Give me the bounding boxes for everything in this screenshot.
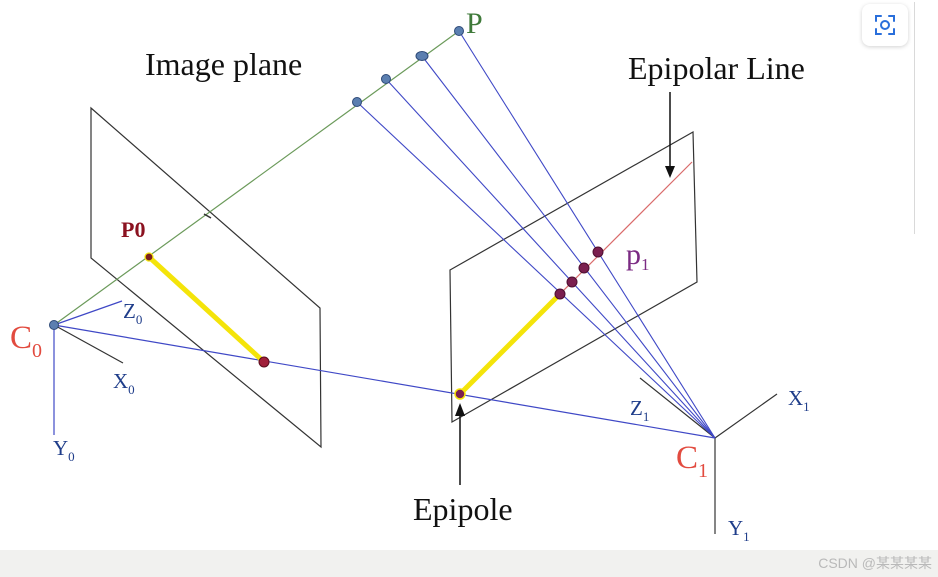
c0-ray-tick [203, 213, 212, 219]
camera-c1-label: C1 [676, 440, 708, 482]
epipole-label: Epipole [413, 491, 513, 527]
scan-icon [875, 15, 895, 35]
c1-ray-4 [356, 101, 716, 439]
camera-c0-label: C0 [10, 320, 42, 362]
c0-z-axis [53, 300, 123, 326]
right-image-plane [449, 130, 698, 424]
axis-x1-label: X1 [788, 386, 810, 414]
point-p0-label: P0 [121, 217, 145, 242]
point-p1-label: p1 [626, 238, 650, 274]
axis-x0-label: X0 [113, 369, 135, 397]
c1-x-axis [714, 393, 778, 439]
epipole-arrow-head [455, 403, 465, 416]
baseline-c0-c1 [53, 324, 716, 439]
camera-center-c0 [49, 320, 59, 330]
bottom-strip [0, 550, 938, 577]
point-3d-2 [415, 51, 429, 61]
c1-ray-2 [421, 55, 716, 439]
point-3d-3 [381, 74, 391, 84]
epipolar-line-label: Epipolar Line [628, 50, 805, 86]
watermark-text: CSDN @某某某某 [818, 555, 932, 571]
right-epipole-point [454, 388, 466, 400]
c1-ray-1 [458, 30, 716, 439]
c1-z-axis [639, 377, 716, 439]
left-epipole-point [258, 356, 270, 368]
point-p [454, 26, 464, 36]
point-p-label: P [466, 7, 483, 40]
side-panel-edge [904, 2, 915, 234]
axis-z1-label: Z1 [630, 396, 649, 424]
epipolar-line-arrow-head [665, 166, 675, 178]
axis-z0-label: Z0 [123, 299, 142, 327]
right-yellow-segment [457, 291, 563, 397]
image-plane-label: Image plane [145, 46, 302, 82]
left-image-plane [90, 106, 322, 449]
axis-y0-label: Y0 [53, 436, 75, 464]
axis-y1-label: Y1 [728, 516, 750, 544]
image-point-p1 [592, 246, 604, 258]
c0-x-axis [53, 324, 124, 364]
image-point-3 [578, 262, 590, 274]
image-point-2 [566, 276, 578, 288]
c1-ray-3 [385, 78, 716, 439]
left-yellow-segment [146, 254, 267, 365]
point-p0 [144, 252, 154, 262]
c0-to-p-ray [53, 30, 460, 326]
image-point-1 [554, 288, 566, 300]
point-3d-4 [352, 97, 362, 107]
scan-button[interactable] [862, 4, 908, 46]
